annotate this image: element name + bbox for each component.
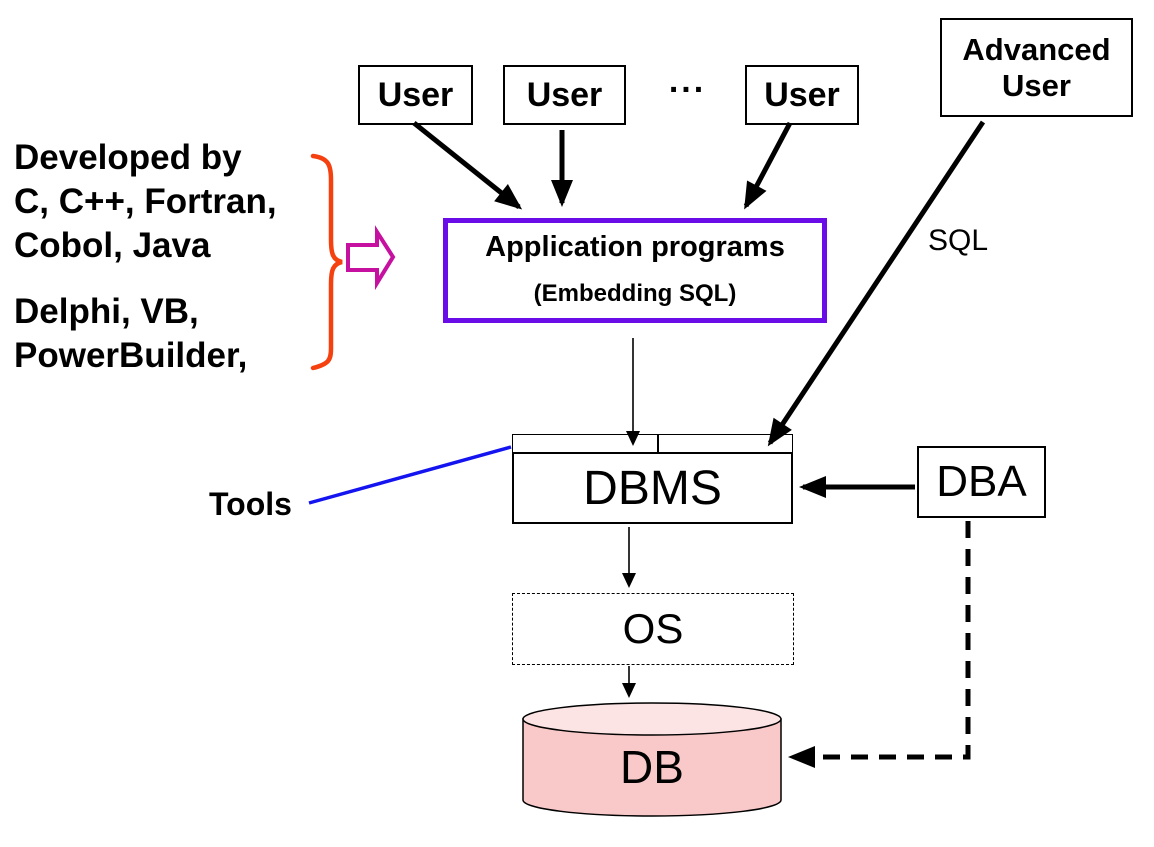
- tools-label: Tools: [209, 486, 292, 522]
- note-line: Cobol, Java: [14, 226, 211, 265]
- note-line: C, C++, Fortran,: [14, 182, 277, 221]
- user-box-2: User: [503, 65, 626, 125]
- sql-label: SQL: [928, 224, 989, 257]
- db-cylinder-top: [522, 702, 782, 736]
- application-programs-box: Application programs (Embedding SQL): [443, 218, 827, 323]
- developed-by-group-1: Developed by C, C++, Fortran, Cobol, Jav…: [14, 136, 324, 268]
- advanced-user-label: Advanced User: [962, 31, 1111, 103]
- dba-label: DBA: [936, 457, 1027, 506]
- users-ellipsis: ...: [668, 62, 707, 100]
- os-box: OS: [512, 593, 794, 665]
- user-box-1-label: User: [377, 75, 454, 114]
- arrow-user3-to-app: [743, 121, 793, 210]
- user-box-3: User: [745, 65, 859, 125]
- advanced-user-box: Advanced User: [940, 18, 1133, 117]
- dbms-label: DBMS: [583, 461, 722, 515]
- note-line: Developed by: [14, 138, 242, 177]
- arrow-dba-to-db-dashed: [788, 521, 971, 768]
- embedding-sql-subtitle: (Embedding SQL): [533, 280, 737, 307]
- developed-by-group-2: Delphi, VB, PowerBuilder,: [14, 290, 324, 378]
- user-box-1: User: [358, 65, 473, 125]
- note-line: PowerBuilder,: [14, 336, 248, 375]
- dbms-box: DBMS: [512, 452, 793, 524]
- os-label: OS: [622, 605, 684, 652]
- dba-box: DBA: [917, 446, 1046, 518]
- tools-strip: [512, 434, 793, 453]
- tools-strip-divider: [657, 435, 659, 452]
- user-box-2-label: User: [526, 75, 603, 114]
- tools-pointer-line: [308, 445, 512, 505]
- application-programs-title: Application programs: [485, 231, 785, 263]
- note-line: Delphi, VB,: [14, 292, 199, 331]
- block-arrow-right-icon: [346, 225, 396, 291]
- user-box-3-label: User: [764, 75, 840, 114]
- db-label: DB: [620, 741, 684, 793]
- arrow-user1-to-app: [412, 121, 523, 210]
- developed-by-note: Developed by C, C++, Fortran, Cobol, Jav…: [14, 136, 324, 378]
